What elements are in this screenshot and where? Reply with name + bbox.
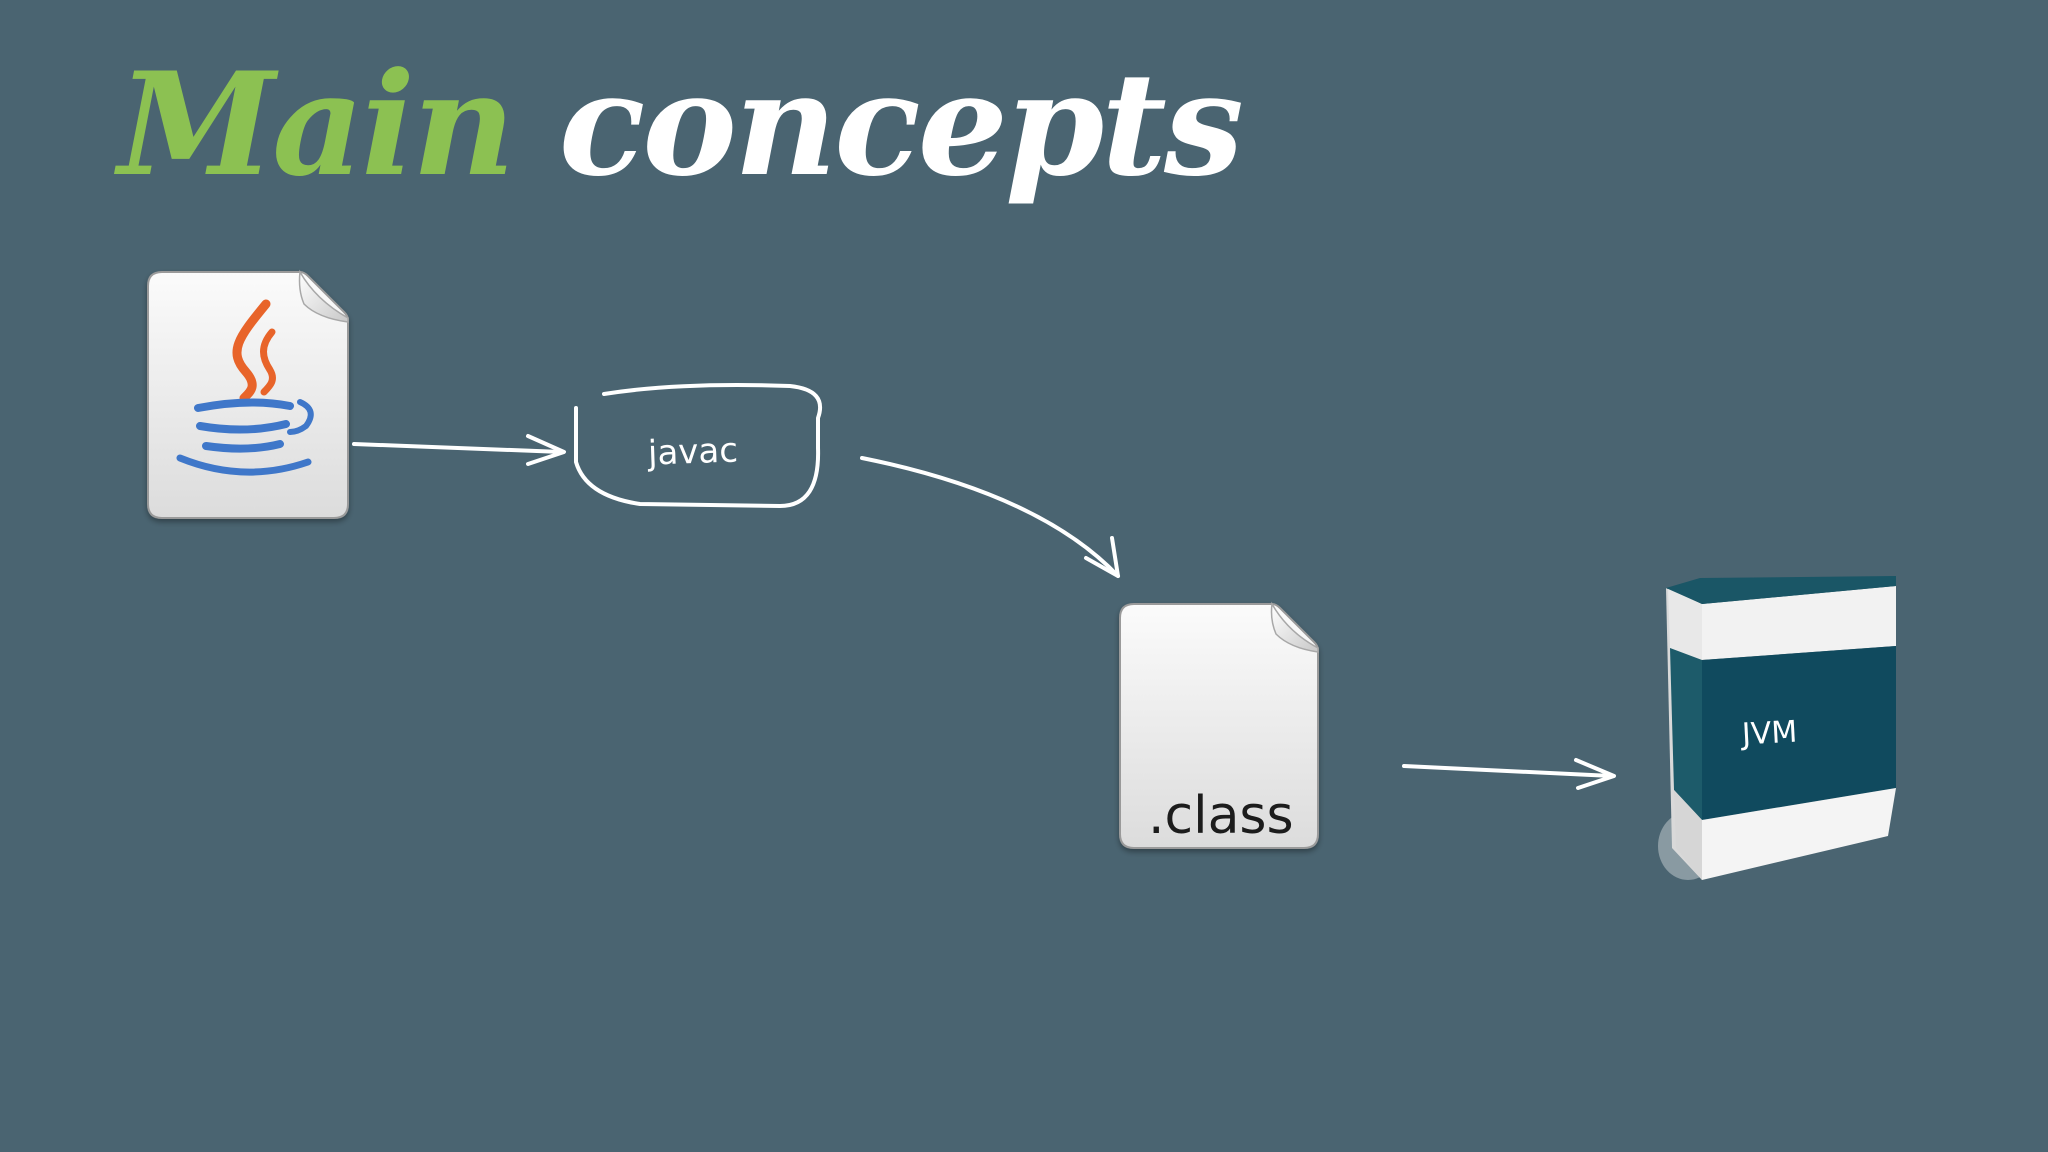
javac-label: javac — [647, 430, 739, 474]
class-file-icon — [1119, 601, 1319, 849]
class-file-label: .class — [1148, 786, 1294, 846]
javac-bubble-outline — [574, 383, 822, 508]
slide-title: Main concepts — [118, 40, 1244, 210]
title-word-concepts: concepts — [558, 42, 1244, 208]
jvm-label: JVM — [1741, 714, 1799, 753]
java-logo-icon — [176, 299, 314, 476]
title-word-main: Main — [118, 42, 515, 208]
software-box-icon — [1658, 576, 1896, 880]
arrow-source-to-javac — [352, 434, 566, 466]
arrow-javac-to-class — [860, 456, 1120, 578]
arrow-class-to-jvm — [1402, 758, 1616, 790]
